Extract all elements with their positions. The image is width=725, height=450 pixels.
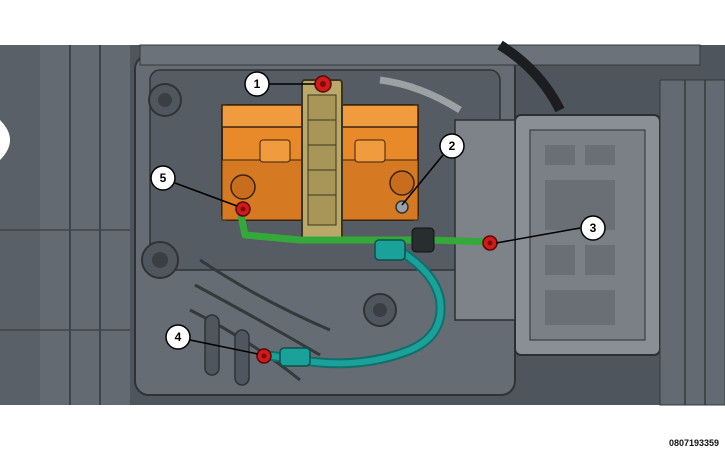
leader-line-4 (189, 339, 259, 355)
cable-connector-2 (374, 239, 406, 261)
power-distribution-center (454, 114, 661, 356)
top-band (0, 0, 725, 45)
terminal-4 (256, 348, 272, 364)
callout-2: 2 (439, 133, 465, 159)
leader-line-2 (401, 154, 444, 206)
terminal-1 (314, 75, 332, 93)
hold-down-bracket (301, 79, 343, 241)
figure-id: 0807193359 (668, 438, 719, 448)
callout-1: 1 (244, 71, 270, 97)
left-frame (0, 45, 130, 405)
upper-frame (139, 40, 701, 113)
ground-strap (236, 209, 491, 246)
callout-label-4: 4 (175, 330, 182, 344)
terminal-5 (235, 201, 251, 217)
terminal-3 (482, 235, 498, 251)
callout-label-5: 5 (160, 171, 167, 185)
callout-4: 4 (165, 324, 191, 350)
leader-line-3 (495, 227, 581, 244)
right-frame (659, 79, 725, 406)
callout-5: 5 (150, 165, 176, 191)
callout-label-3: 3 (590, 221, 597, 235)
callout-label-2: 2 (449, 139, 456, 153)
terminal-2 (395, 200, 409, 214)
cable-connector (279, 347, 311, 367)
callout-3: 3 (580, 215, 606, 241)
leader-line-5 (174, 182, 238, 207)
callout-label-1: 1 (254, 77, 261, 91)
cable-clip (411, 227, 435, 253)
